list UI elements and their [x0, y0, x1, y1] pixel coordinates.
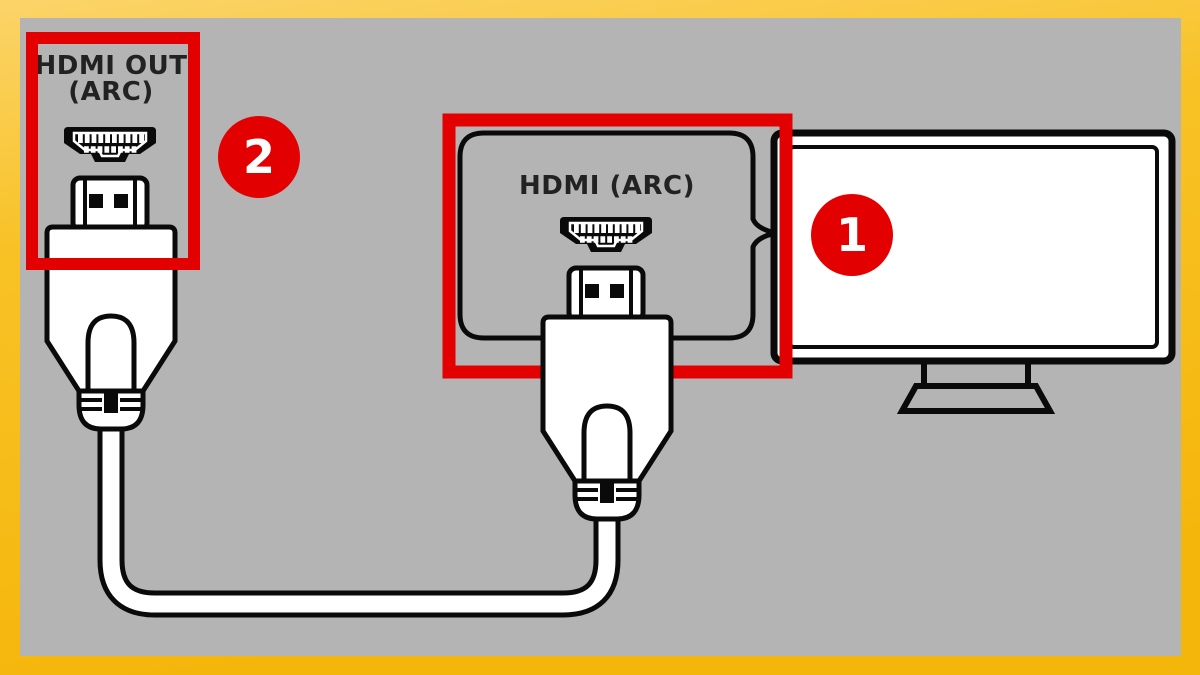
source-port-highlight-box — [26, 32, 200, 270]
source-port-label: HDMI OUT (ARC) — [35, 51, 188, 107]
step-badge-1-circle — [811, 194, 893, 276]
step-badge-1: 1 — [811, 194, 893, 276]
tv-callout-label: HDMI (ARC) — [519, 171, 695, 201]
hdmi-cable — [97, 423, 621, 618]
step-badge-2-number: 2 — [243, 130, 275, 184]
step-badge-2: 2 — [218, 116, 300, 198]
step-badge-1-number: 1 — [836, 208, 868, 262]
step-badge-2-circle — [218, 116, 300, 198]
tv-icon — [770, 129, 1176, 414]
source-port-label-line2: (ARC) — [68, 77, 154, 107]
hdmi-port-icon — [64, 127, 156, 162]
tv-stand-base — [896, 383, 1056, 414]
source-port-label-line1: HDMI OUT — [35, 51, 188, 81]
